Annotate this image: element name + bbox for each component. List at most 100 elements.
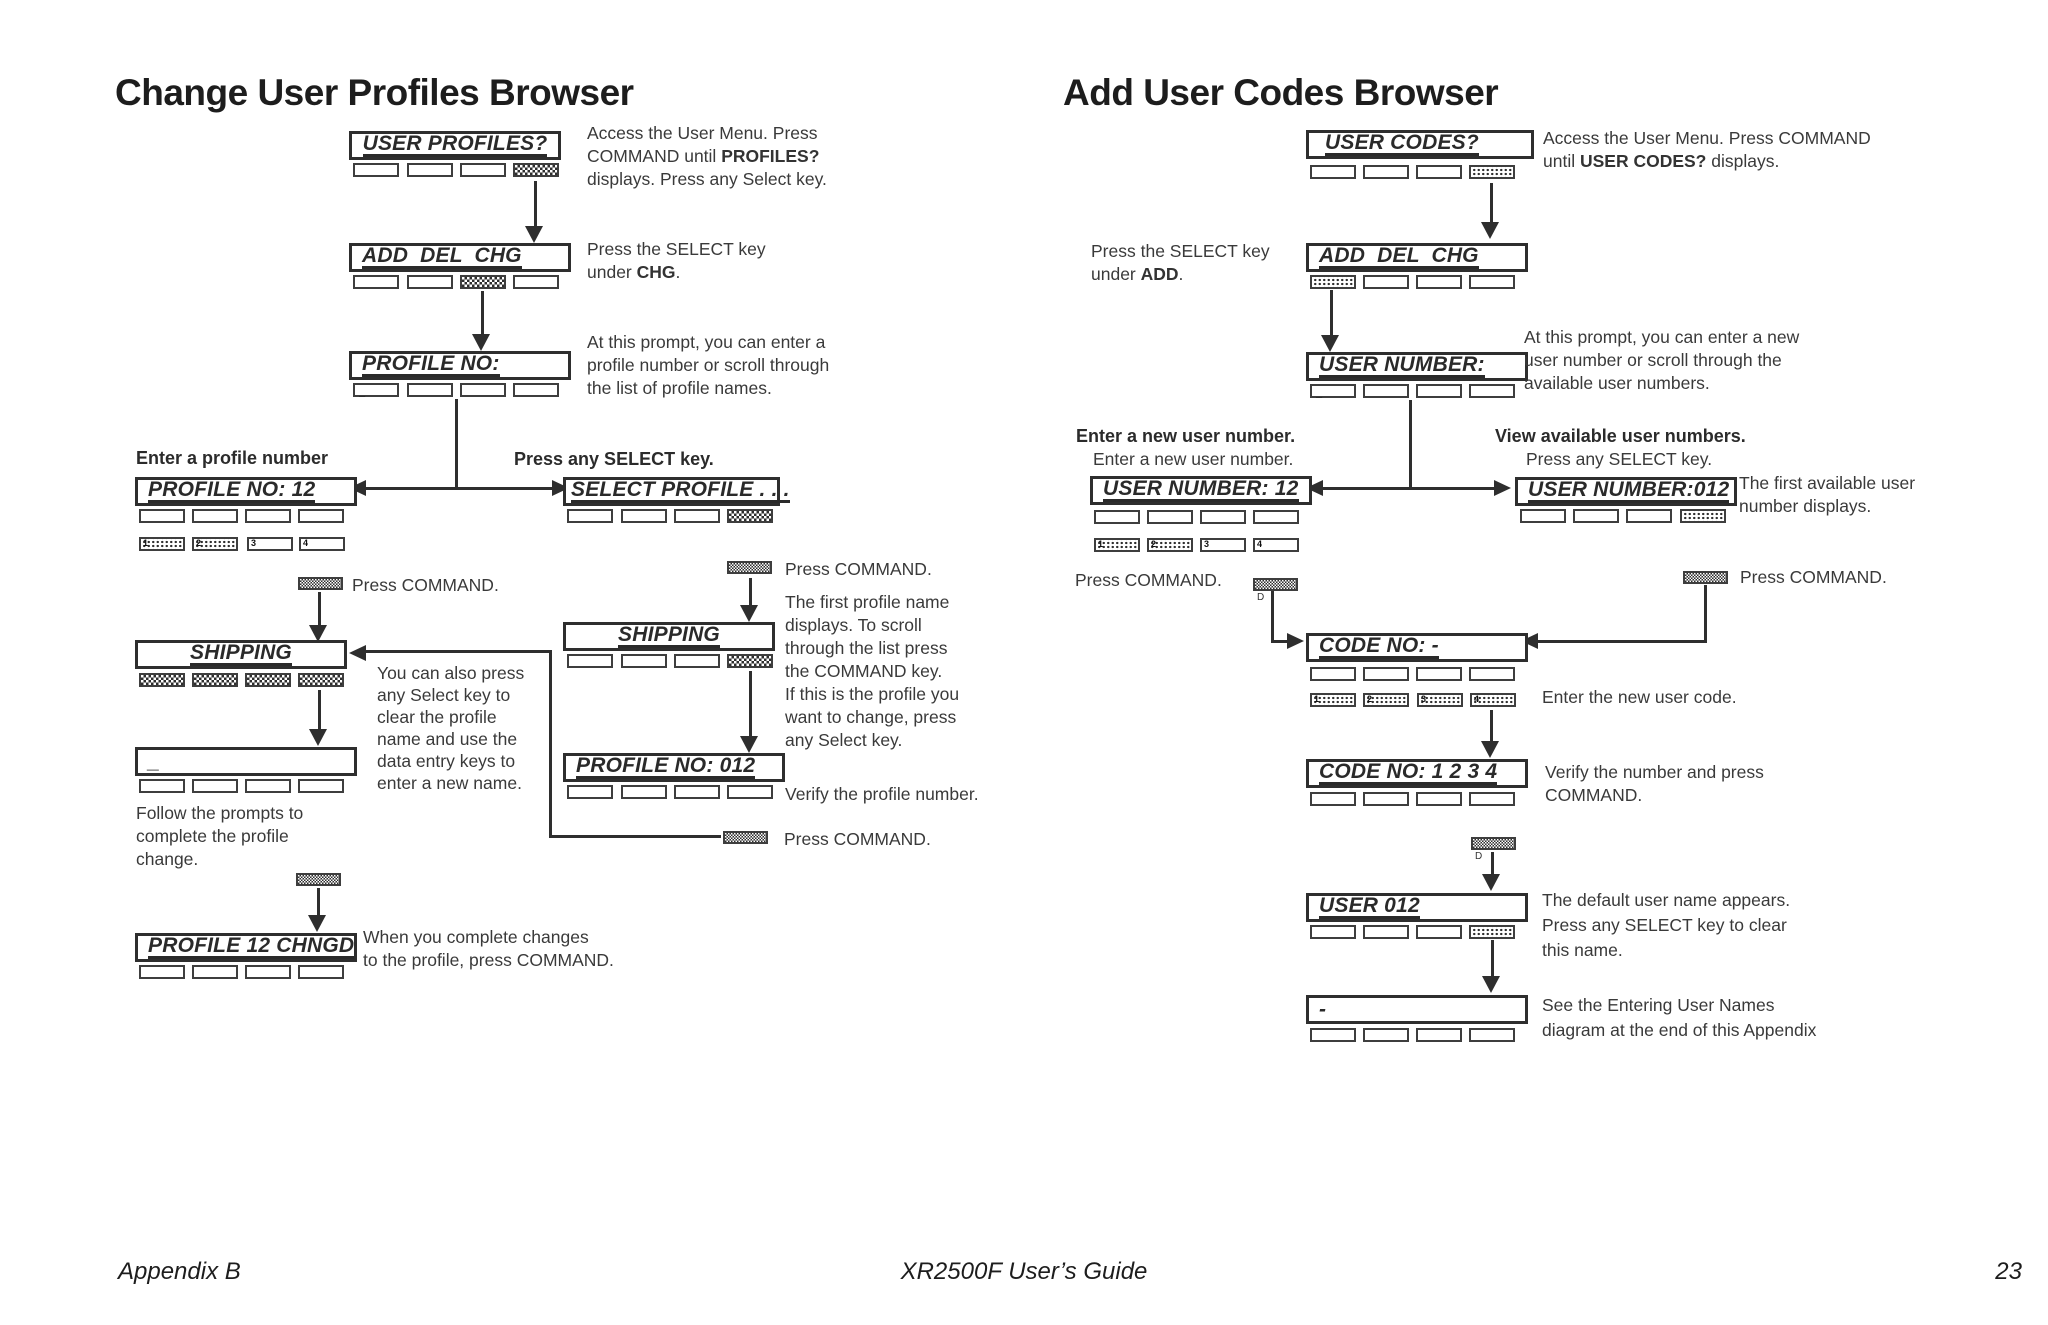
lcd-display-add-del-chg: ADD DEL CHG [349, 243, 571, 272]
flow-line [318, 592, 321, 626]
annotation-press-command: Press COMMAND. [784, 829, 931, 849]
annotation-press-command: Press COMMAND. [785, 559, 932, 579]
select-key-2 [1363, 384, 1409, 398]
digit-key-4: 4 [1253, 538, 1299, 552]
arrow-left-icon [349, 645, 366, 661]
select-key-4 [298, 779, 344, 793]
select-key-1 [353, 163, 399, 177]
arrow-down-icon [1482, 874, 1500, 891]
select-key-3 [460, 163, 506, 177]
lcd-text: _ [148, 749, 160, 773]
select-key-2 [621, 509, 667, 523]
digit-label: 4 [303, 538, 309, 548]
page-title-left: Change User Profiles Browser [115, 72, 634, 113]
select-key-4 [1469, 1028, 1515, 1042]
lcd-display-blank-dash: - [1306, 995, 1528, 1024]
select-key-1 [1310, 165, 1356, 179]
flow-line [1490, 183, 1493, 223]
page-title-right: Add User Codes Browser [1063, 72, 1499, 113]
select-key-2 [1363, 1028, 1409, 1042]
digit-label: 4 [1474, 694, 1480, 704]
command-key-icon [296, 873, 341, 886]
annotation-also-press-select: You can also press any Select key to cle… [377, 663, 525, 793]
flow-line [317, 888, 320, 916]
flow-line [534, 181, 537, 227]
flow-line [318, 690, 321, 730]
select-key-2 [407, 163, 453, 177]
select-key-3 [245, 965, 291, 979]
digit-label: 2 [196, 538, 202, 548]
digit-label: 3 [1421, 694, 1427, 704]
annotation-verify-number: Verify the number and press COMMAND. [1545, 762, 1764, 805]
select-key-3 [674, 509, 720, 523]
lcd-text: CODE NO: - [1319, 634, 1439, 659]
flow-line [1491, 940, 1494, 977]
annotation-press-select-chg: Press the SELECT key under CHG. [587, 239, 766, 282]
digit-key-2-pressed: 2 [1147, 538, 1193, 552]
arrow-down-icon [1481, 741, 1499, 758]
digit-key-4: 4 [299, 537, 345, 551]
command-key-icon [1253, 578, 1298, 591]
cursor-mark: _ [359, 386, 366, 398]
lcd-display-profile-no-12: PROFILE NO: 12 [135, 477, 357, 506]
flow-line [1330, 290, 1333, 336]
arrow-right-icon [1287, 633, 1304, 649]
heading-enter-profile-number: Enter a profile number [136, 448, 329, 468]
select-key-1 [567, 654, 613, 668]
lcd-display-user-number-12: USER NUMBER: 12 [1090, 476, 1312, 505]
lcd-display-add-del-chg: ADD DEL CHG [1306, 243, 1528, 272]
arrow-down-icon [1481, 222, 1499, 239]
lcd-text: USER NUMBER: 12 [1103, 477, 1299, 502]
select-key-4 [298, 509, 344, 523]
flow-line [749, 578, 752, 606]
select-key-4-pressed [1469, 925, 1515, 939]
command-key-icon [1471, 837, 1516, 850]
lcd-display-user-number: USER NUMBER: [1306, 352, 1528, 381]
lcd-display-user-number-012: USER NUMBER:012 [1515, 477, 1737, 506]
digit-key-2-pressed: 2 [192, 537, 238, 551]
select-key-4-pressed [1680, 509, 1726, 523]
arrow-down-icon [309, 625, 327, 642]
select-key-4 [513, 275, 559, 289]
select-key-2 [621, 785, 667, 799]
d-label: D [1257, 592, 1265, 603]
lcd-display-profile-12-chngd: PROFILE 12 CHNGD [135, 933, 357, 962]
select-key-1 [353, 275, 399, 289]
command-key-icon [298, 577, 343, 590]
digit-key-3-pressed: 3 [1417, 693, 1463, 707]
flow-line [481, 291, 484, 335]
select-key-4-pressed [727, 654, 773, 668]
arrow-down-icon [472, 334, 490, 351]
annotation-complete-changes: When you complete changes to the profile… [363, 927, 614, 970]
select-key-4-pressed [1469, 165, 1515, 179]
flow-line [749, 671, 752, 737]
lcd-display-code-no: CODE NO: - [1306, 633, 1528, 662]
select-key-3-pressed [460, 275, 506, 289]
cursor-mark: _ [1316, 387, 1323, 399]
flow-line [1538, 640, 1707, 643]
digit-key-3: 3 [1200, 538, 1246, 552]
digit-key-1-pressed: 1 [139, 537, 185, 551]
digit-label: 1 [143, 538, 149, 548]
arrow-down-icon [1482, 976, 1500, 993]
annotation-access-user-menu: Access the User Menu. Press COMMAND unti… [587, 123, 827, 189]
flow-line [1409, 400, 1412, 487]
select-key-3 [674, 785, 720, 799]
digit-label: 3 [251, 538, 257, 548]
subheading-press-any-select: Press any SELECT key. [1526, 449, 1713, 469]
flow-line [366, 487, 553, 490]
digit-key-1-pressed: 1 [1310, 693, 1356, 707]
select-key-4 [298, 965, 344, 979]
select-key-2 [192, 509, 238, 523]
select-key-2 [407, 383, 453, 397]
arrow-right-icon [1494, 480, 1511, 496]
digit-label: 1 [1098, 539, 1104, 549]
arrow-down-icon [740, 605, 758, 622]
command-key-icon [727, 561, 772, 574]
lcd-display-profile-no-012: PROFILE NO: 012 [563, 753, 785, 782]
select-key-1-pressed [139, 673, 185, 687]
lcd-display-code-no-1234: CODE NO: 1 2 3 4 [1306, 759, 1528, 788]
lcd-display-shipping-left: SHIPPING [135, 640, 347, 669]
select-key-1 [567, 785, 613, 799]
lcd-text: USER PROFILES? [362, 132, 548, 157]
